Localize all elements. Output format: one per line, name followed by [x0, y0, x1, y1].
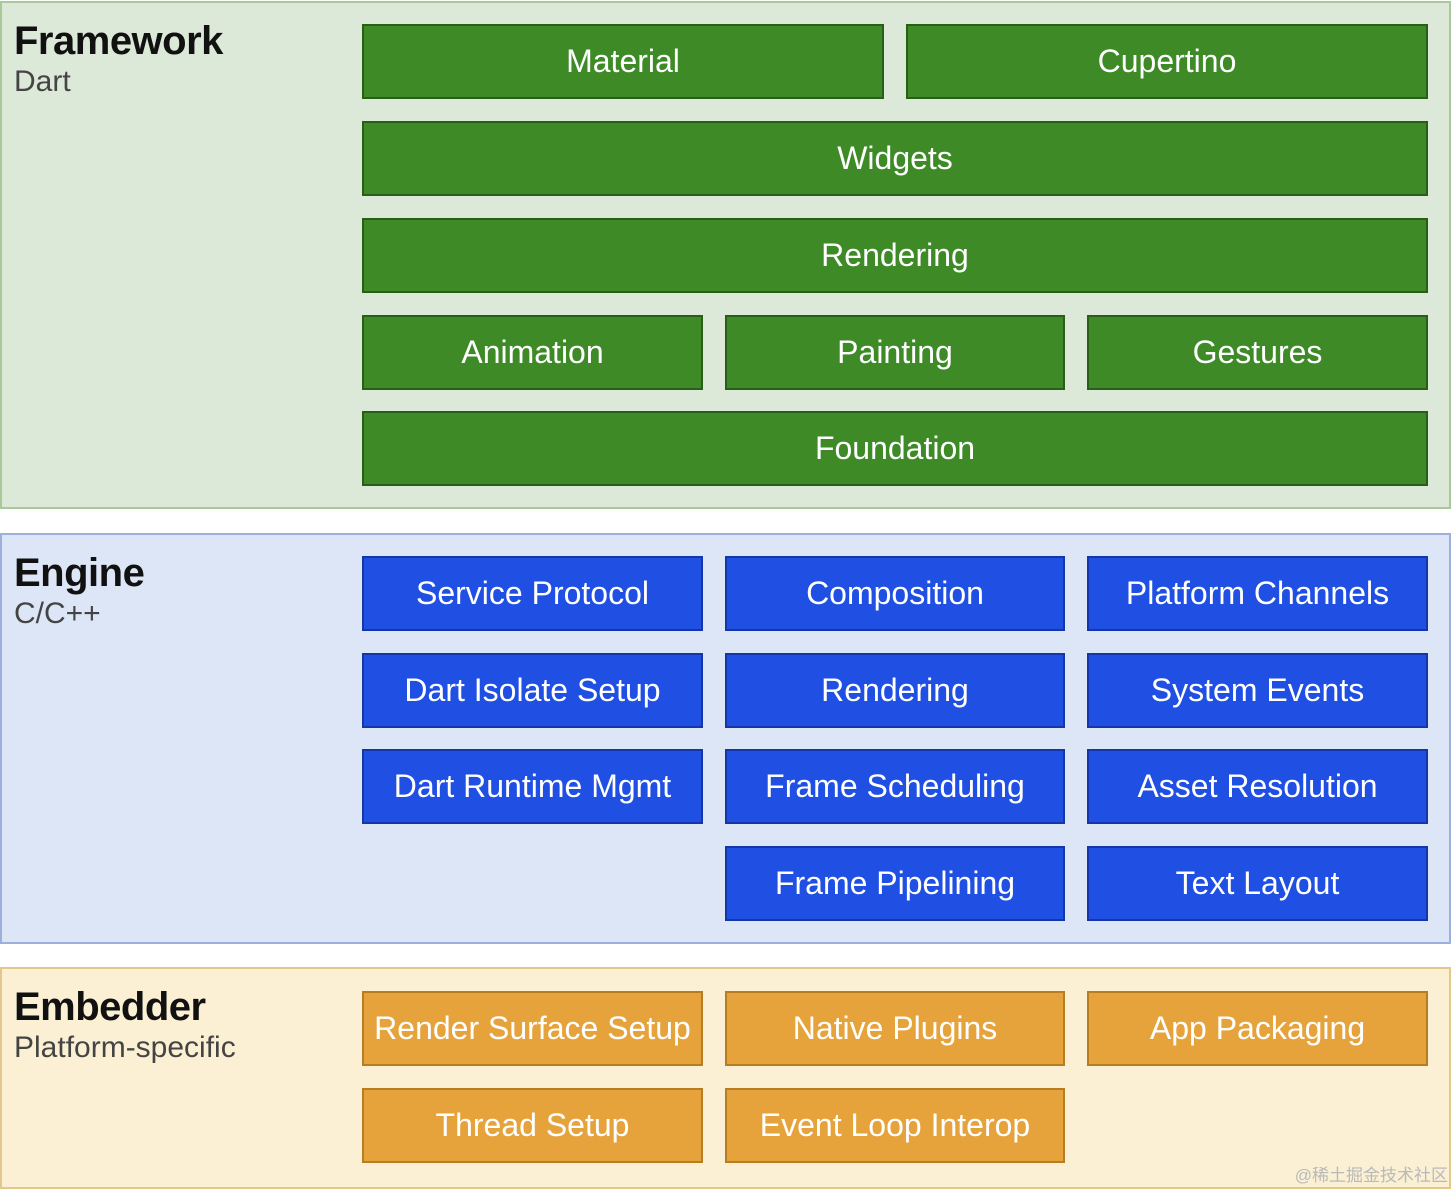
framework-title: Framework — [14, 19, 223, 63]
block-animation: Animation — [362, 315, 703, 390]
block-app-packaging: App Packaging — [1087, 991, 1428, 1066]
block-painting: Painting — [725, 315, 1065, 390]
block-composition: Composition — [725, 556, 1065, 631]
block-framework-rendering: Rendering — [362, 218, 1428, 293]
block-widgets: Widgets — [362, 121, 1428, 196]
engine-subtitle: C/C++ — [14, 597, 101, 630]
embedder-subtitle: Platform-specific — [14, 1031, 236, 1064]
block-thread-setup: Thread Setup — [362, 1088, 703, 1163]
block-event-loop-interop: Event Loop Interop — [725, 1088, 1065, 1163]
block-frame-scheduling: Frame Scheduling — [725, 749, 1065, 824]
block-text-layout: Text Layout — [1087, 846, 1428, 921]
block-cupertino: Cupertino — [906, 24, 1428, 99]
block-native-plugins: Native Plugins — [725, 991, 1065, 1066]
engine-title: Engine — [14, 551, 145, 595]
block-engine-rendering: Rendering — [725, 653, 1065, 728]
block-dart-runtime-mgmt: Dart Runtime Mgmt — [362, 749, 703, 824]
block-gestures: Gestures — [1087, 315, 1428, 390]
block-asset-resolution: Asset Resolution — [1087, 749, 1428, 824]
block-dart-isolate-setup: Dart Isolate Setup — [362, 653, 703, 728]
framework-subtitle: Dart — [14, 65, 71, 98]
watermark: @稀土掘金技术社区 — [1294, 1166, 1448, 1185]
block-platform-channels: Platform Channels — [1087, 556, 1428, 631]
embedder-title: Embedder — [14, 985, 206, 1029]
block-foundation: Foundation — [362, 411, 1428, 486]
block-render-surface-setup: Render Surface Setup — [362, 991, 703, 1066]
block-system-events: System Events — [1087, 653, 1428, 728]
block-service-protocol: Service Protocol — [362, 556, 703, 631]
block-material: Material — [362, 24, 884, 99]
block-frame-pipelining: Frame Pipelining — [725, 846, 1065, 921]
